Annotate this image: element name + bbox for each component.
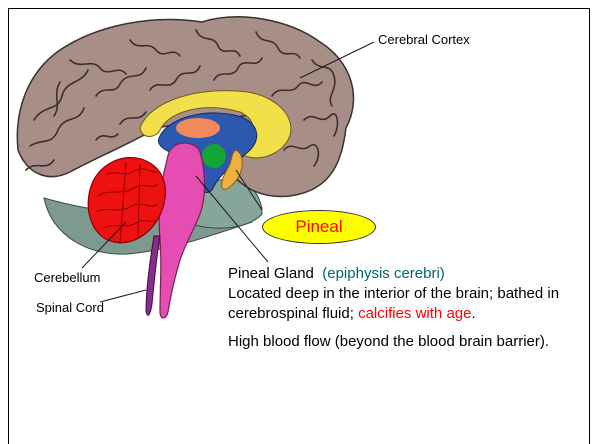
pineal-badge: Pineal (262, 210, 376, 244)
calcify-text: calcifies with age (358, 305, 471, 322)
heading-main: Pineal Gland (228, 265, 314, 282)
location-paragraph: Located deep in the interior of the brai… (228, 284, 580, 324)
description-block: Pineal Gland (epiphysis cerebri) Located… (228, 264, 580, 352)
description-heading: Pineal Gland (epiphysis cerebri) (228, 264, 580, 284)
label-cerebral-cortex: Cerebral Cortex (378, 32, 470, 47)
hypothalamic-body (202, 144, 226, 168)
leader-spinal (100, 290, 146, 302)
label-spinal-cord: Spinal Cord (36, 300, 104, 315)
blood-flow-paragraph: High blood flow (beyond the blood brain … (228, 332, 580, 352)
pineal-badge-text: Pineal (295, 217, 342, 237)
thalamus (176, 118, 220, 138)
label-cerebellum: Cerebellum (34, 270, 100, 285)
calcify-period: . (471, 305, 475, 322)
heading-alt-name: (epiphysis cerebri) (322, 265, 445, 282)
